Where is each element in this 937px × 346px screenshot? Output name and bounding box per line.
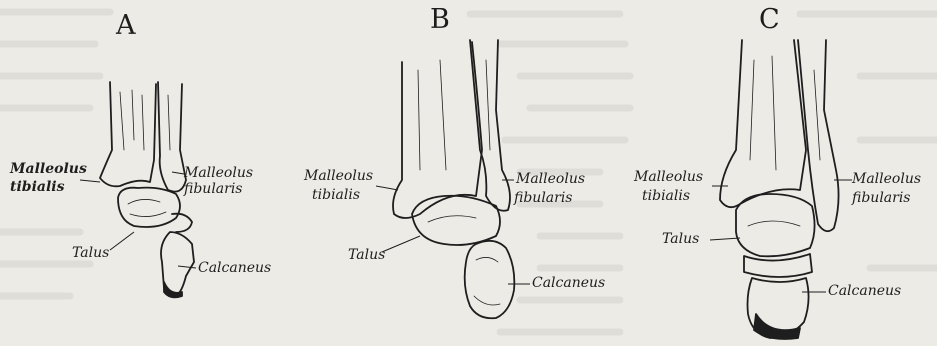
label-a-malleolus-tibialis-1: Malleolus (10, 162, 87, 176)
panel-letter-a: A (116, 12, 136, 39)
label-a-malleolus-tibialis-2: tibialis (10, 180, 64, 194)
ankle-drawing-a (100, 82, 194, 297)
label-c-malleolus-fibularis-1: Malleolus (852, 172, 921, 186)
ankle-drawing-b (393, 40, 514, 318)
label-c-talus: Talus (662, 232, 699, 246)
label-a-calcaneus: Calcaneus (198, 261, 271, 275)
label-a-malleolus-fibularis-1: Malleolus (184, 166, 253, 180)
label-b-malleolus-fibularis-2: fibularis (514, 191, 573, 205)
label-a-talus: Talus (72, 246, 109, 260)
label-c-malleolus-fibularis-2: fibularis (852, 191, 911, 205)
label-a-malleolus-fibularis-2: fibularis (184, 182, 243, 196)
label-b-malleolus-fibularis-1: Malleolus (516, 172, 585, 186)
label-b-talus: Talus (348, 248, 385, 262)
label-b-malleolus-tibialis-2: tibialis (312, 188, 360, 202)
label-b-calcaneus: Calcaneus (532, 276, 605, 290)
label-b-malleolus-tibialis-1: Malleolus (304, 169, 373, 183)
label-c-malleolus-tibialis-2: tibialis (642, 189, 690, 203)
panel-letter-b: B (430, 6, 450, 33)
label-c-malleolus-tibialis-1: Malleolus (634, 170, 703, 184)
panel-letter-c: C (759, 6, 780, 33)
ankle-drawing-c (720, 40, 839, 339)
label-c-calcaneus: Calcaneus (828, 284, 901, 298)
